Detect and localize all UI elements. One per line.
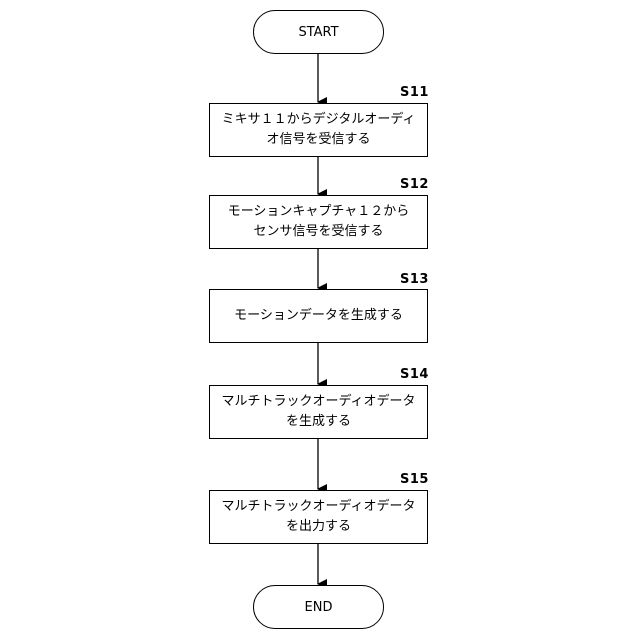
start-terminal: START xyxy=(253,10,384,54)
s15-line-1: マルチトラックオーディオデータ xyxy=(221,497,415,517)
step-id-s15: S15 xyxy=(400,472,429,487)
s15-line-2: を出力する xyxy=(221,517,415,537)
end-terminal: END xyxy=(253,585,384,629)
process-box-s13: モーションデータを生成する xyxy=(209,289,428,343)
s12-line-2: センサ信号を受信する xyxy=(228,222,410,242)
s14-line-1: マルチトラックオーディオデータ xyxy=(221,392,415,412)
end-label: END xyxy=(305,600,333,615)
step-id-s11: S11 xyxy=(400,85,429,100)
s13-line-1: モーションデータを生成する xyxy=(234,306,403,326)
process-box-s12: モーションキャプチャ１２から センサ信号を受信する xyxy=(209,195,428,249)
step-id-s13: S13 xyxy=(400,272,429,287)
process-box-s11: ミキサ１１からデジタルオーディ オ信号を受信する xyxy=(209,103,428,157)
step-id-s14: S14 xyxy=(400,367,429,382)
s14-line-2: を生成する xyxy=(221,412,415,432)
s11-line-2: オ信号を受信する xyxy=(222,130,416,150)
start-label: START xyxy=(298,25,338,40)
s11-line-1: ミキサ１１からデジタルオーディ xyxy=(222,110,416,130)
process-box-s15: マルチトラックオーディオデータ を出力する xyxy=(209,490,428,544)
step-id-s12: S12 xyxy=(400,177,429,192)
process-box-s14: マルチトラックオーディオデータ を生成する xyxy=(209,385,428,439)
s12-line-1: モーションキャプチャ１２から xyxy=(228,202,410,222)
